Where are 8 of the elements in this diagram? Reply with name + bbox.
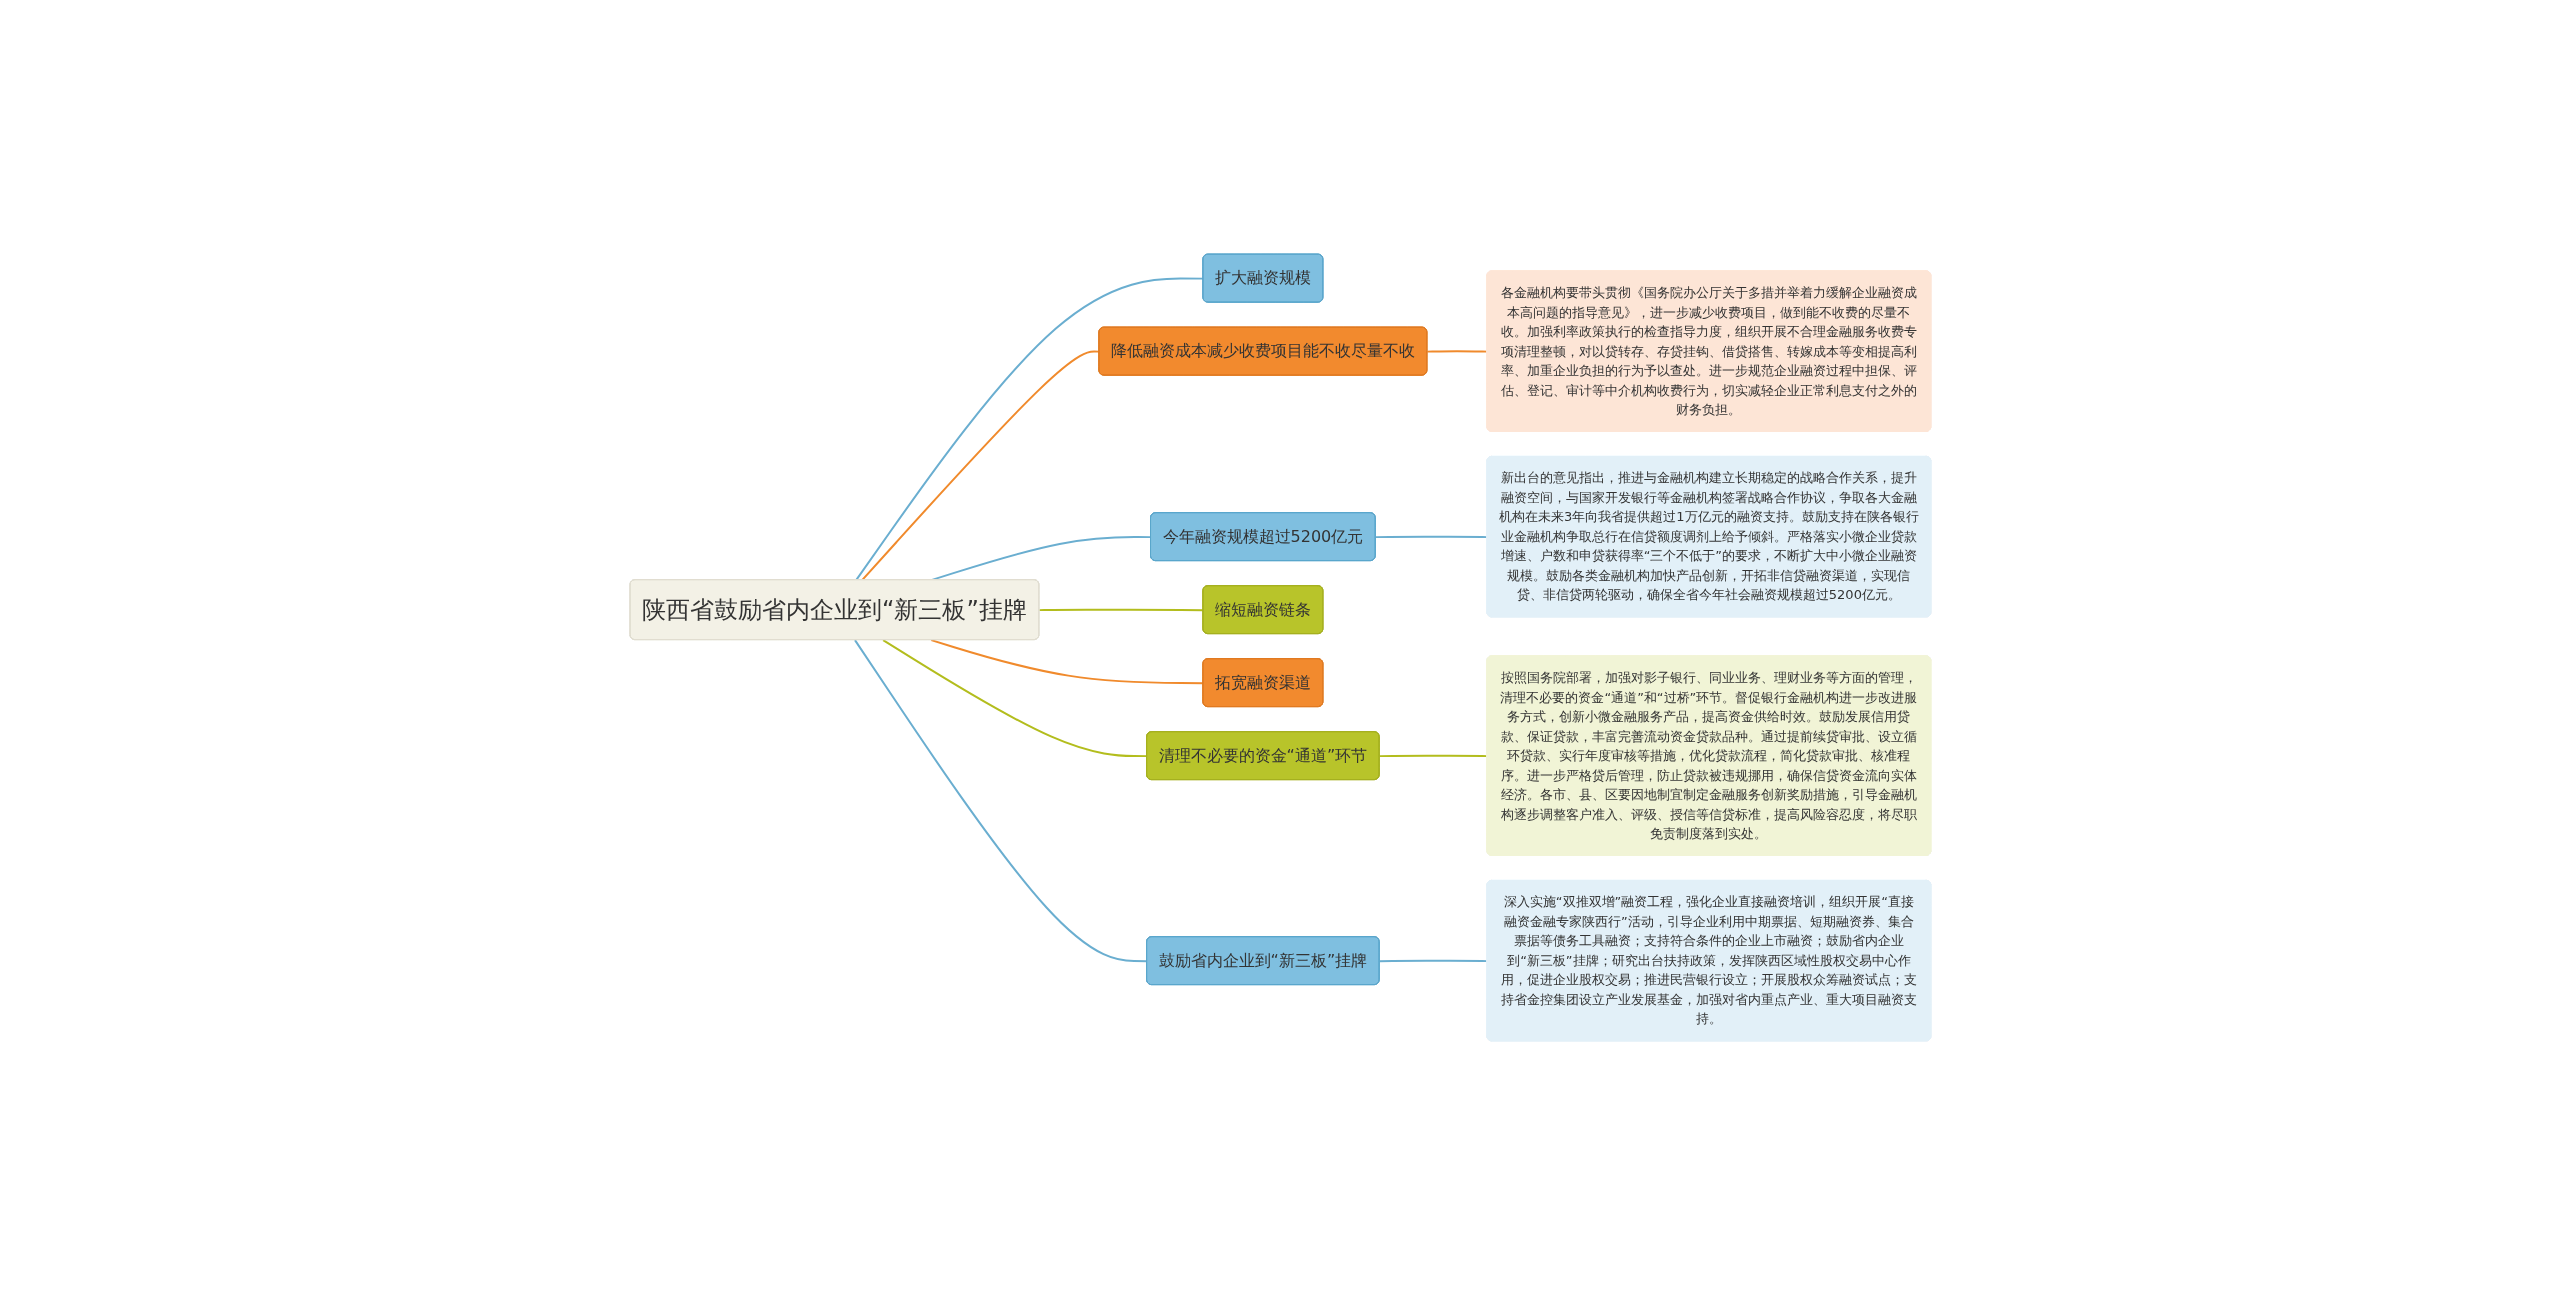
connector xyxy=(1425,350,1488,353)
connector xyxy=(853,639,1148,963)
connector xyxy=(929,639,1204,685)
connector xyxy=(881,639,1148,758)
connector xyxy=(1378,959,1488,963)
connector xyxy=(1037,608,1204,612)
connector xyxy=(1374,535,1488,539)
connector xyxy=(1378,754,1488,758)
